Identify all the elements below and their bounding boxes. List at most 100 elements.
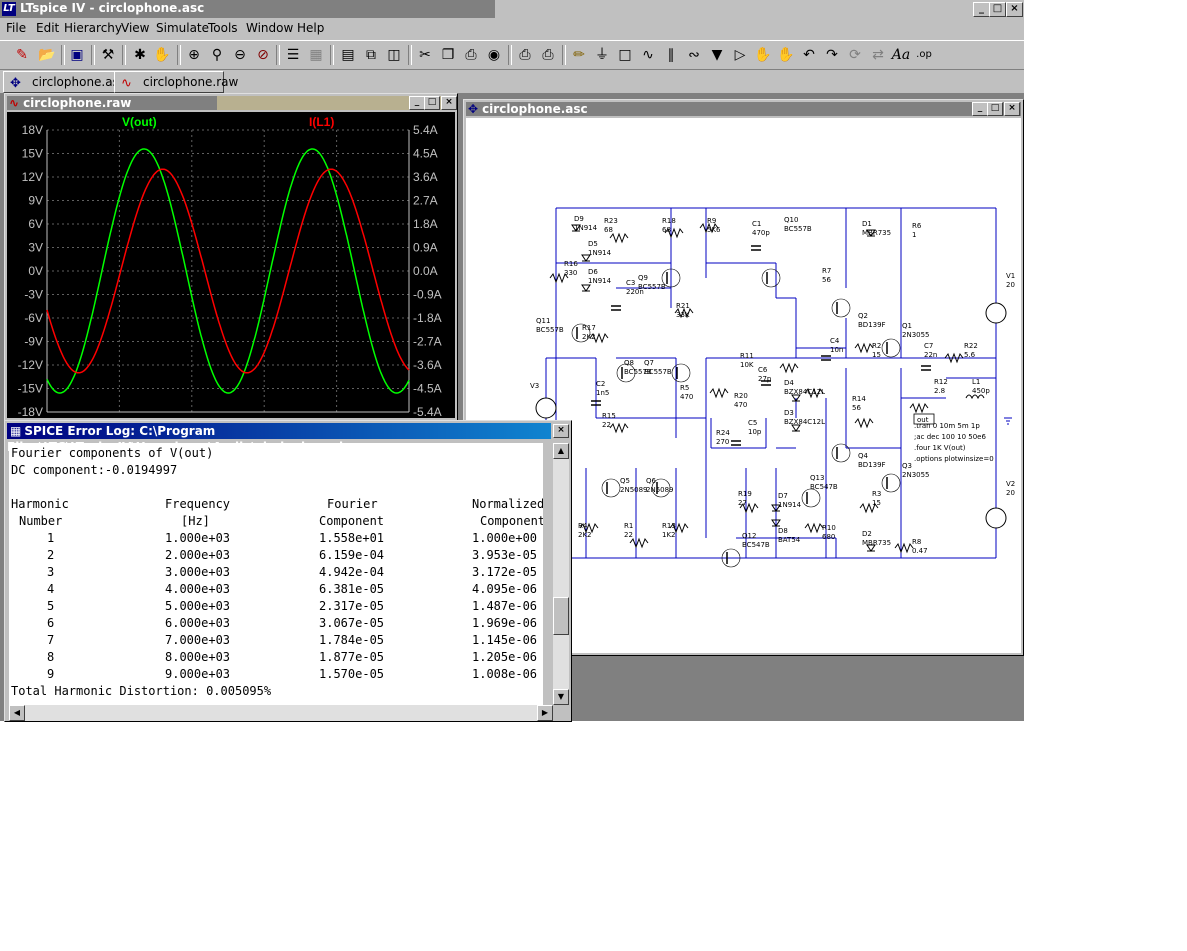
voltage-source-symbol [985,507,1007,529]
redo-icon[interactable]: ↷ [826,47,838,63]
spice-directive-text: .tran 0 10m 5m 1p [914,422,980,430]
copy-icon[interactable]: ❐ [441,47,455,63]
tab-circlophone-raw[interactable]: ∿ circlophone.raw [114,71,238,93]
left-tick-label: 3V [28,241,43,255]
menu-view[interactable]: View [121,21,150,35]
menu-window[interactable]: Window [246,21,294,35]
print-setup-icon[interactable]: ⎙ [519,47,531,63]
wire-icon[interactable]: ✏ [573,47,585,63]
ground-icon[interactable]: ⏚ [595,47,609,63]
menu-hierarchy[interactable]: Hierarchy [64,21,123,35]
move-icon[interactable]: ✋ [754,47,772,63]
log-cell: 5 [47,599,55,613]
waveform-window-titlebar[interactable]: ∿circlophone.raw [7,96,455,110]
right-tick-label: -2.7A [413,335,442,349]
zoom-fit-icon[interactable]: ⊘ [257,47,269,63]
component-value-label: BC557B [624,368,652,376]
save-icon[interactable]: ▣ [70,47,84,63]
scroll-left-button[interactable]: ◀ [9,705,25,721]
find-icon[interactable]: ◉ [487,47,501,63]
undo-icon[interactable]: ↶ [803,47,815,63]
rotate-icon[interactable]: ⟳ [849,47,861,63]
halt-icon[interactable]: ✋ [153,47,171,63]
component-ref-label: C6 [758,366,768,374]
close-button[interactable]: × [1006,2,1023,17]
tile-vertical-icon[interactable]: ◫ [387,47,401,63]
trace-vout [46,148,410,394]
log-cell: 1.784e-05 [319,633,385,647]
schematic-maximize-button[interactable]: □ [987,102,1003,116]
mirror-icon[interactable]: ⇄ [872,47,884,63]
grid-icon[interactable]: ▦ [309,47,323,63]
menu-tools[interactable]: Tools [208,21,238,35]
component-ref-label: R4 [578,522,588,530]
component-value-label: 27p [758,375,772,383]
capacitor-icon[interactable]: ∥ [667,47,675,63]
open-icon[interactable]: 📂 [38,47,56,63]
component-ref-label: R16 [564,260,578,268]
schematic-window-titlebar[interactable]: ✥circlophone.asc [466,102,1021,116]
schematic-minimize-button[interactable]: _ [972,102,988,116]
autoscale-icon[interactable]: ☰ [286,47,300,63]
resistor-symbol [629,537,649,549]
waveform-maximize-button[interactable]: □ [424,96,440,110]
drag-icon[interactable]: ✋ [777,47,795,63]
component-value-label: 1N914 [574,224,598,232]
component-ref-label: Q9 [638,274,648,282]
component-icon[interactable]: ▷ [734,47,746,63]
waveform-close-button[interactable]: × [441,96,457,110]
resistor-symbol [944,352,964,364]
cascade-icon[interactable]: ⧉ [366,47,376,63]
log-window-titlebar[interactable]: ▦SPICE Error Log: C:\Program Files\LTC\L… [7,423,551,454]
component-ref-label: R17 [582,324,596,332]
scroll-down-button[interactable]: ▼ [553,689,569,705]
resistor-icon[interactable]: ∿ [642,47,654,63]
cut-icon[interactable]: ✂ [419,47,431,63]
log-close-button[interactable]: × [553,424,569,438]
component-ref-label: Q12 [742,532,756,540]
menu-file[interactable]: File [6,21,27,35]
minimize-button[interactable]: _ [973,2,990,17]
zoom-out-icon[interactable]: ⊖ [234,47,246,63]
menu-help[interactable]: Help [297,21,325,35]
log-cell: 3.953e-05 [472,548,538,562]
waveform-minimize-button[interactable]: _ [409,96,425,110]
spice-directive-icon[interactable]: .op [916,49,932,60]
inductor-icon[interactable]: ∾ [688,47,700,63]
tile-horizontal-icon[interactable]: ▤ [341,47,355,63]
log-cell: 7.000e+03 [165,633,231,647]
log-cell: 4 [47,582,55,596]
log-text-area[interactable]: Fourier components of V(out) DC componen… [9,443,543,705]
component-ref-label: R23 [604,217,618,225]
tab-circlophone-asc[interactable]: ✥ circlophone.asc [3,71,125,93]
schematic-drawing[interactable]: D91N914D51N914D61N914R2368R1868R95K6C147… [466,118,1021,653]
run-icon[interactable]: ✱ [134,47,146,63]
scroll-thumb[interactable] [553,597,569,635]
menu-simulate[interactable]: Simulate [156,21,210,35]
scroll-right-button[interactable]: ▶ [537,705,553,721]
menu-edit[interactable]: Edit [36,21,60,35]
diode-icon[interactable]: ▼ [711,47,723,63]
component-ref-label: R1 [624,522,633,530]
schematic-close-button[interactable]: × [1004,102,1020,116]
zoom-pan-icon[interactable]: ⚲ [211,47,223,63]
log-horizontal-scrollbar[interactable]: ◀ ▶ [9,705,553,721]
component-ref-label: D5 [588,240,598,248]
transistor-symbol [801,488,821,508]
control-panel-icon[interactable]: ⚒ [101,47,115,63]
label-icon[interactable]: □ [618,47,632,63]
component-ref-label: C3 [626,279,635,287]
scroll-up-button[interactable]: ▲ [553,443,569,459]
trace-label-il1: I(L1) [309,115,334,129]
zoom-in-icon[interactable]: ⊕ [188,47,200,63]
restore-button[interactable]: □ [989,2,1006,17]
new-schematic-icon[interactable]: ✎ [16,47,28,63]
component-ref-label: Q3 [902,462,912,470]
paste-icon[interactable]: ⎙ [465,47,477,63]
text-icon[interactable]: Aa [891,47,911,63]
component-ref-label: R22 [964,342,978,350]
print-icon[interactable]: ⎙ [542,47,554,63]
log-vertical-scrollbar[interactable]: ▲ ▼ [553,443,569,705]
